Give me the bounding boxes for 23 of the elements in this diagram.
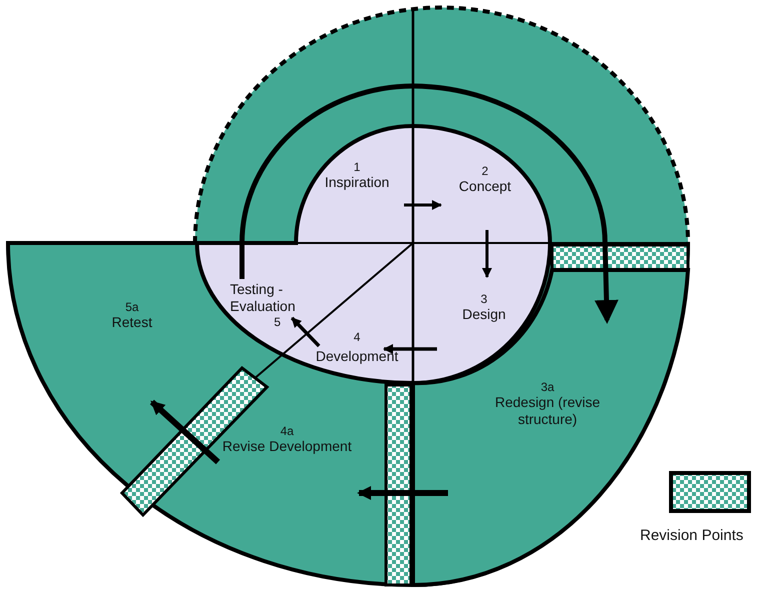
step-number: 2 (480, 164, 490, 178)
step-name: Development (314, 348, 400, 366)
arrow (383, 344, 437, 354)
step-name: Retest (110, 314, 154, 332)
step-number: 5 (273, 314, 282, 329)
step-name: Testing - Evaluation (230, 281, 296, 315)
step-number: 1 (352, 160, 362, 174)
step-name: Design (461, 306, 507, 324)
step-name: Redesign (revise structure) (494, 394, 602, 428)
arrow (240, 84, 618, 324)
step-number: 4 (352, 330, 362, 344)
arrow (290, 316, 320, 348)
step-number: 4a (279, 424, 295, 438)
step-number: 3 (480, 292, 488, 306)
legend-label: Revision Points (640, 527, 744, 544)
step-name: Revise Development (221, 438, 353, 456)
arrow (404, 200, 442, 210)
step-name: Concept (458, 178, 512, 196)
arrow (482, 230, 492, 278)
step-name: Inspiration (324, 174, 390, 192)
step-number: 3a (540, 380, 556, 394)
step-number: 5a (124, 300, 140, 314)
arrow (357, 486, 448, 500)
